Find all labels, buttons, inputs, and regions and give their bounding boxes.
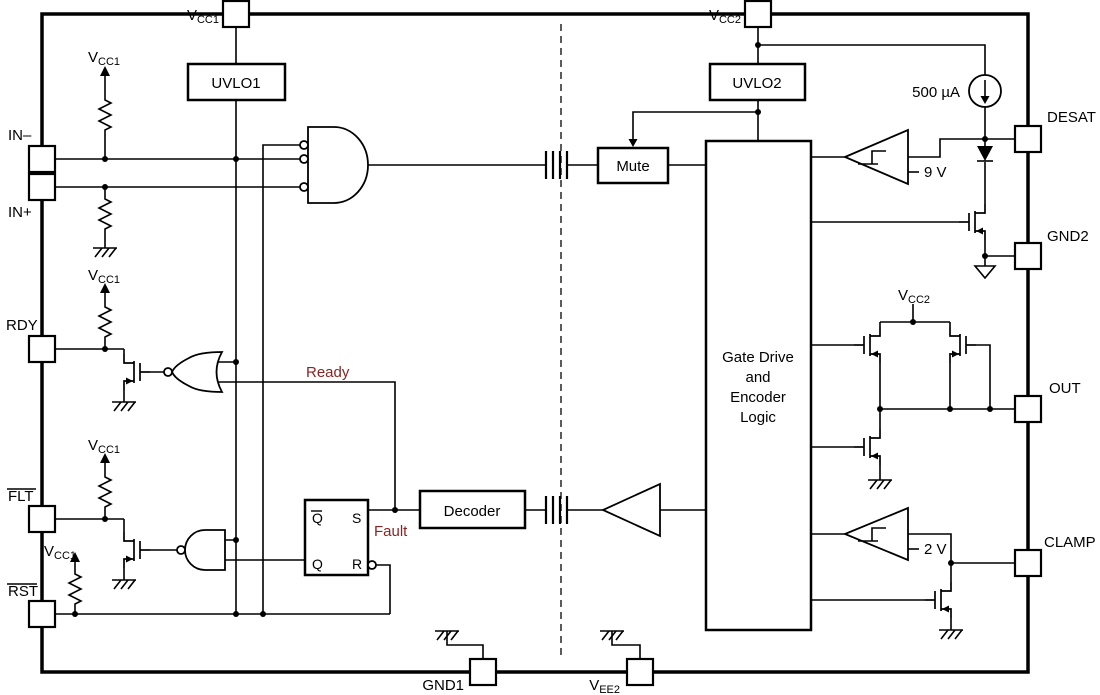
hysteresis-icon (858, 150, 886, 165)
mute-label: Mute (616, 158, 649, 175)
uvlo1-block: UVLO1 (186, 62, 287, 102)
pin-vcc1: VCC1 (187, 0, 251, 29)
svg-text:CLAMP: CLAMP (1044, 534, 1096, 551)
input-and-gate (299, 126, 369, 204)
isolation-cap-bottom (544, 496, 569, 524)
clamp-threshold-label: 2 V (924, 541, 947, 558)
pin-in-minus: IN– (8, 127, 57, 174)
gate-drive-label-1: Gate Drive (722, 349, 794, 366)
svg-text:RDY: RDY (6, 317, 38, 334)
pin-gnd2: GND2 (1013, 228, 1089, 271)
desat-comparator (842, 128, 919, 186)
pin-clamp: CLAMP (1013, 534, 1096, 578)
gate-drive-label-4: Logic (740, 409, 776, 426)
current-source (968, 74, 1002, 108)
svg-text:GND1: GND1 (422, 677, 464, 694)
input-bubble-3 (299, 182, 309, 192)
nand-gate-fault (176, 529, 226, 571)
uvlo2-block: UVLO2 (708, 62, 807, 102)
latch-r-label: R (352, 556, 362, 572)
pin-rst: RST (7, 583, 57, 629)
junction-dots (72, 42, 993, 617)
hysteresis-icon (858, 527, 886, 542)
vcc1-label-rst: VCC1 (44, 543, 76, 562)
decoder-block: Decoder (418, 489, 527, 530)
fault-signal-label: Fault (374, 523, 408, 540)
vcc2-label-out-stage: VCC2 (898, 287, 930, 306)
mute-arrowhead-icon (628, 139, 638, 147)
svg-text:VCC2: VCC2 (709, 7, 741, 26)
r-input-bubble (367, 560, 377, 570)
pin-rdy: RDY (6, 317, 57, 364)
nor-gate-ready (163, 351, 224, 393)
gate-drive-label-3: Encoder (730, 389, 786, 406)
uvlo1-label: UVLO1 (211, 75, 260, 92)
pin-desat: DESAT (1013, 109, 1096, 154)
svg-text:VEE2: VEE2 (589, 677, 620, 695)
svg-text:VCC1: VCC1 (187, 7, 219, 26)
decoder-label: Decoder (444, 503, 501, 520)
pin-gnd1: GND1 (422, 657, 498, 694)
svg-text:IN–: IN– (8, 127, 32, 144)
output-bubble (163, 367, 173, 377)
svg-text:RST: RST (8, 583, 38, 600)
chip-outline (40, 12, 1030, 674)
vcc1-label-flt: VCC1 (88, 437, 120, 456)
svg-text:DESAT: DESAT (1047, 109, 1096, 126)
gate-drive-label-2: and (745, 369, 770, 386)
desat-threshold-label: 9 V (924, 164, 947, 181)
latch-s-label: S (352, 510, 361, 526)
svg-text:OUT: OUT (1049, 380, 1081, 397)
svg-text:GND2: GND2 (1047, 228, 1089, 245)
internal-labels: VCC1 VCC1 VCC1 VCC1 VCC2 500 µA 9 V 2 V … (44, 49, 960, 562)
latch-qbar-label: Q (312, 510, 323, 526)
latch-q-label: Q (312, 556, 323, 572)
uvlo2-label: UVLO2 (732, 75, 781, 92)
pin-in-plus: IN+ (8, 172, 57, 221)
current-source-label: 500 µA (912, 84, 960, 101)
svg-text:FLT: FLT (8, 488, 34, 505)
pin-flt: FLT (7, 488, 57, 534)
mute-block: Mute (596, 146, 670, 185)
pin-vcc2: VCC2 (709, 0, 773, 29)
ready-signal-label: Ready (306, 364, 350, 381)
input-bubble-2 (299, 154, 309, 164)
svg-text:IN+: IN+ (8, 204, 32, 221)
pin-vee2: VEE2 (589, 657, 655, 695)
desat-diode (977, 146, 993, 162)
sr-latch: Q S Q R (303, 498, 377, 577)
clamp-comparator (842, 506, 919, 562)
input-bubble-1 (299, 140, 309, 150)
vcc1-label-rdy: VCC1 (88, 267, 120, 286)
isolation-cap-top (544, 151, 569, 179)
output-bubble (176, 545, 186, 555)
pin-out: OUT (1013, 380, 1081, 424)
vcc1-label-in-minus: VCC1 (88, 49, 120, 68)
rx-buffer (600, 482, 661, 538)
gate-drive-block: Gate Drive and Encoder Logic (704, 139, 813, 632)
